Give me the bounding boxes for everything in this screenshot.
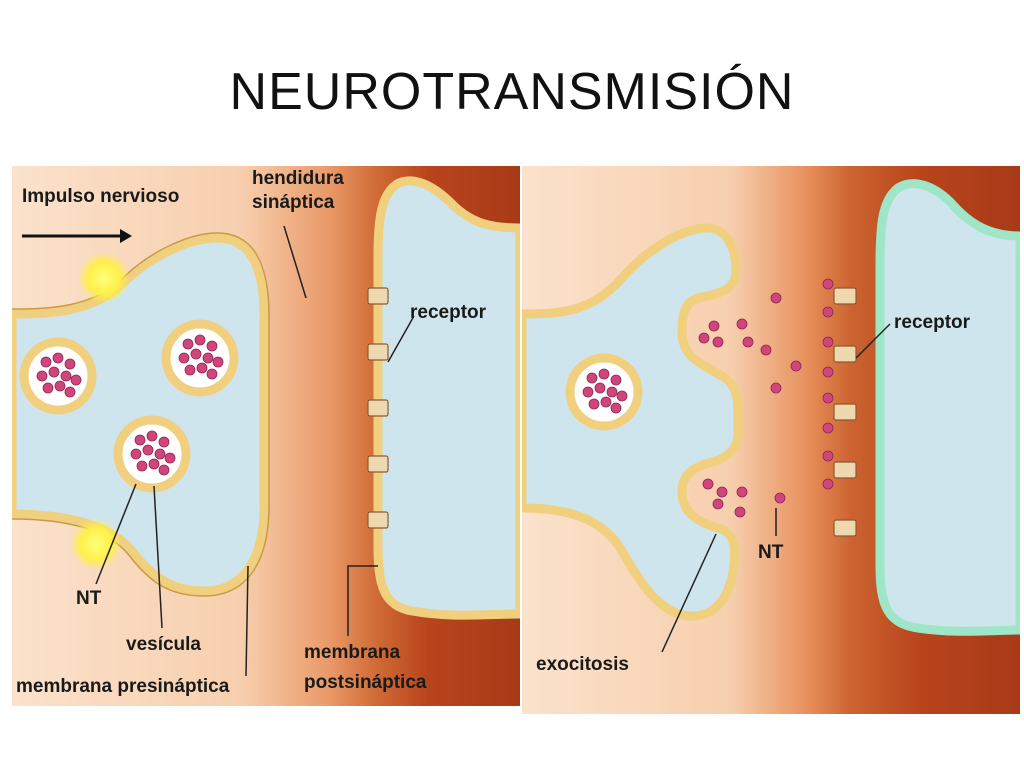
synapse-right-svg: receptor NT exocitosis	[522, 166, 1020, 714]
synapse-diagram-right: receptor NT exocitosis	[522, 166, 1020, 714]
vesicle	[19, 337, 97, 415]
label-presynaptic: membrana presináptica	[16, 676, 230, 697]
postsynaptic-terminal	[373, 176, 520, 620]
label-receptor: receptor	[410, 302, 487, 323]
label-cleft-line2: sináptica	[252, 192, 335, 213]
impulse-flash	[70, 518, 122, 570]
label-receptor: receptor	[894, 312, 971, 333]
receptor-channel	[833, 287, 857, 305]
receptor-channels	[367, 287, 389, 529]
slide-title: NEUROTRANSMISIÓN	[229, 63, 795, 121]
label-post-line1: membrana	[304, 642, 401, 663]
vesicle	[161, 319, 239, 397]
label-vesicle: vesícula	[126, 634, 201, 655]
receptor-channel	[833, 519, 857, 537]
arrow-right-icon	[22, 229, 132, 243]
label-nt: NT	[76, 588, 102, 609]
leader-lines	[661, 323, 891, 653]
receptor-channel	[367, 511, 389, 529]
neurotransmitter-cluster	[582, 368, 628, 414]
synapse-left-svg: Impulso nervioso hendidura sináptica rec…	[12, 166, 520, 706]
postsynaptic-terminal	[875, 179, 1020, 636]
receptor-channel	[833, 461, 857, 479]
impulse-flash	[78, 252, 130, 304]
label-cleft-line1: hendidura	[252, 168, 344, 189]
receptor-channel	[367, 343, 389, 361]
receptor-channel	[367, 287, 389, 305]
vesicle	[113, 415, 191, 493]
leader-lines	[95, 225, 415, 677]
receptor-channel	[367, 455, 389, 473]
receptor-channel	[833, 403, 857, 421]
neurotransmitter-cluster	[36, 334, 224, 476]
receptor-channel	[833, 345, 857, 363]
receptor-channel	[367, 399, 389, 417]
label-post-line2: postsináptica	[304, 672, 427, 693]
label-nt: NT	[758, 542, 784, 563]
synapse-diagram-left: Impulso nervioso hendidura sináptica rec…	[12, 166, 520, 706]
label-exocytosis: exocitosis	[536, 654, 629, 675]
presynaptic-terminal	[522, 223, 743, 621]
receptor-channels	[833, 287, 857, 537]
vesicle	[565, 353, 643, 431]
label-impulse: Impulso nervioso	[22, 186, 179, 207]
released-neurotransmitters	[698, 278, 834, 518]
